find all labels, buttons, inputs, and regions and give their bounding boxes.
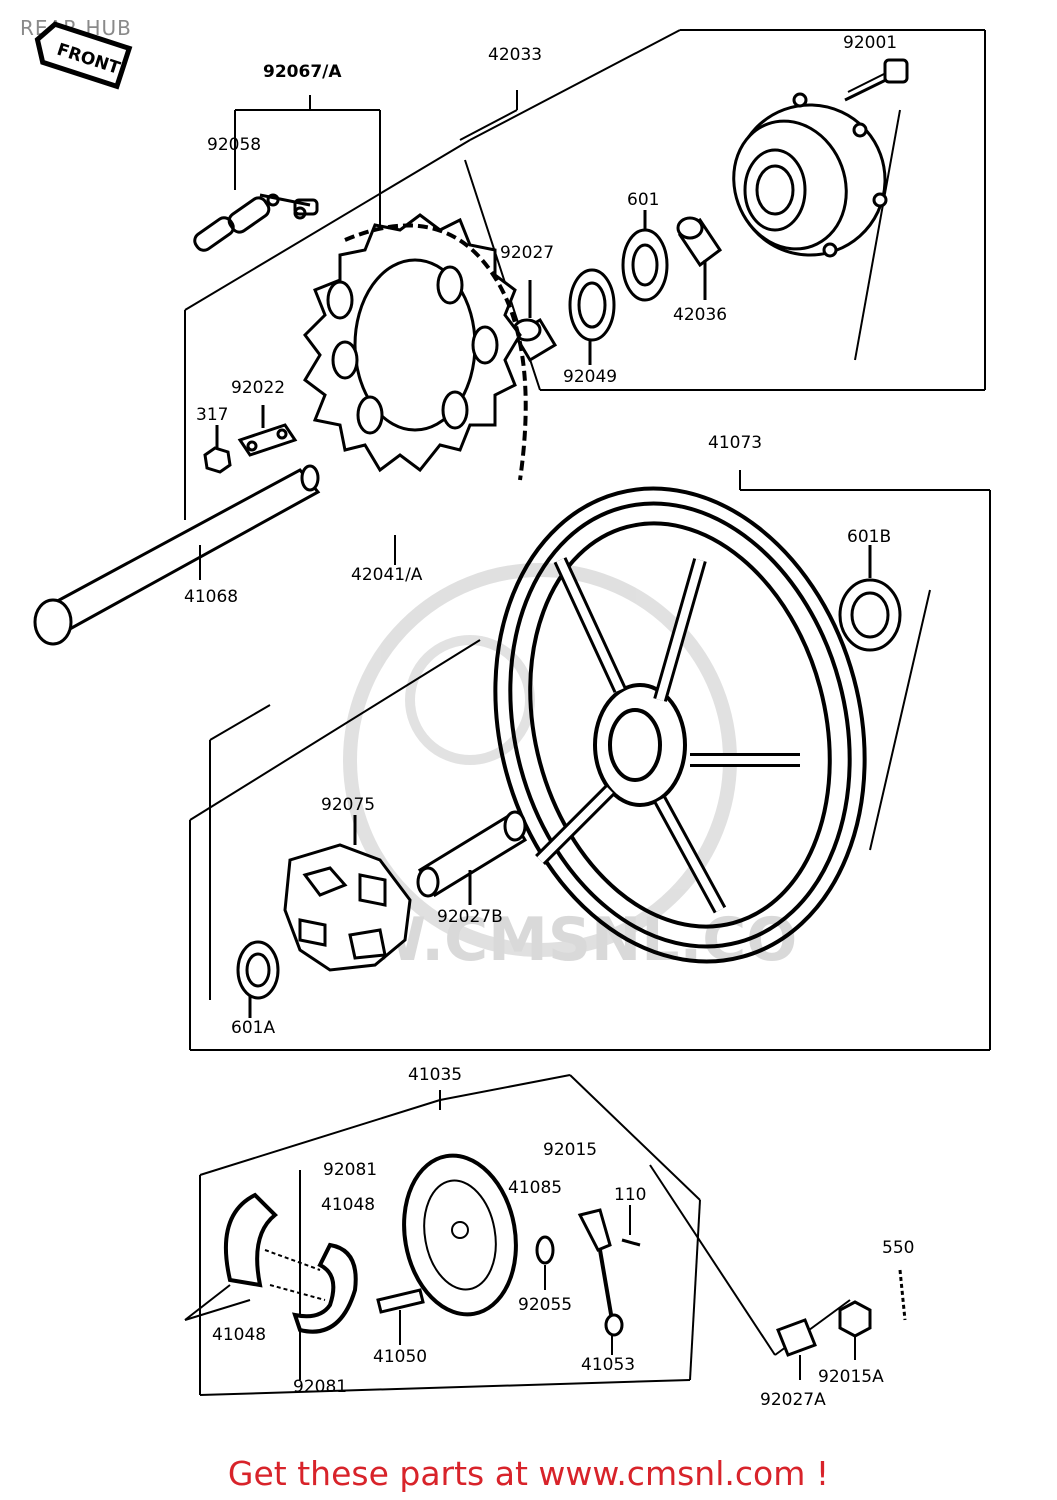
brake-panel-41035 xyxy=(402,1153,518,1317)
label-41085: 41085 xyxy=(508,1178,562,1198)
label-110: 110 xyxy=(614,1185,646,1205)
brake-shoe-41048a xyxy=(223,1192,278,1288)
brake-group-outline xyxy=(199,1074,851,1396)
label-92022: 92022 xyxy=(231,378,285,398)
label-92081-bottom: 92081 xyxy=(293,1377,347,1397)
bearing-601 xyxy=(621,210,669,302)
label-41035: 41035 xyxy=(408,1065,462,1085)
label-92067A: 92067/A xyxy=(263,62,342,82)
label-42036: 42036 xyxy=(673,305,727,325)
collar-42036 xyxy=(676,216,723,300)
rear-wheel-41073 xyxy=(493,486,867,964)
label-601A: 601A xyxy=(231,1018,275,1038)
brake-shoe-41048b xyxy=(292,1242,358,1334)
label-92049: 92049 xyxy=(563,367,617,387)
label-92075: 92075 xyxy=(321,795,375,815)
label-42033: 42033 xyxy=(488,45,542,65)
brake-arrows xyxy=(184,1284,251,1321)
label-41053: 41053 xyxy=(581,1355,635,1375)
label-92027B: 92027B xyxy=(437,907,503,927)
rear-sprocket-42041A xyxy=(303,213,522,473)
collar-92027B xyxy=(416,810,528,905)
part-labels: 92067/A 42033 92001 92058 601 92027 4203… xyxy=(184,33,914,1410)
collar-92027 xyxy=(512,280,558,363)
collar-92027A xyxy=(776,1318,817,1380)
label-41073: 41073 xyxy=(708,433,762,453)
sprocket-coupling-42033 xyxy=(732,92,888,258)
label-550: 550 xyxy=(882,1238,914,1258)
front-direction-badge: FRONT xyxy=(34,21,133,90)
label-317: 317 xyxy=(196,405,228,425)
chain-joint-92058 xyxy=(193,193,319,252)
label-92027: 92027 xyxy=(500,243,554,263)
label-41048-top: 41048 xyxy=(321,1195,375,1215)
label-92001: 92001 xyxy=(843,33,897,53)
label-92015: 92015 xyxy=(543,1140,597,1160)
upper-group-outline xyxy=(184,29,986,520)
label-601: 601 xyxy=(627,190,659,210)
hub-damper-92075 xyxy=(283,815,412,972)
wheel-group-outline xyxy=(189,470,991,1051)
oil-seal-92049 xyxy=(568,268,616,365)
watermark-text: W.CMSNL.CO xyxy=(360,905,797,975)
nut-317 xyxy=(203,425,232,474)
footer-link-text[interactable]: Get these parts at www.cmsnl.com ! xyxy=(227,1454,830,1493)
axle-nut-92015A xyxy=(838,1300,872,1360)
drive-chain-92057A xyxy=(344,223,528,481)
label-42041A: 42041/A xyxy=(351,565,423,585)
brake-arm-41085 xyxy=(577,1208,624,1355)
lock-plate-92022 xyxy=(237,405,298,457)
label-41048-bottom: 41048 xyxy=(212,1325,266,1345)
split-pin-110 xyxy=(621,1205,641,1247)
label-601B: 601B xyxy=(847,527,891,547)
label-92055: 92055 xyxy=(518,1295,572,1315)
brake-springs-92081 xyxy=(264,1249,326,1301)
watermark: W.CMSNL.CO xyxy=(343,563,797,975)
label-41068: 41068 xyxy=(184,587,238,607)
bearing-601B xyxy=(838,545,902,652)
bolt-92001 xyxy=(844,58,909,102)
bearing-601A xyxy=(236,940,280,1018)
label-92058: 92058 xyxy=(207,135,261,155)
brake-cam-41050 xyxy=(376,1288,425,1345)
label-92081-top: 92081 xyxy=(323,1160,377,1180)
label-41050: 41050 xyxy=(373,1347,427,1367)
label-92027A: 92027A xyxy=(760,1390,826,1410)
cotter-pin-550 xyxy=(898,1269,907,1321)
label-92015A: 92015A xyxy=(818,1367,884,1387)
seal-92055 xyxy=(535,1235,555,1290)
axle-41068 xyxy=(33,464,321,646)
